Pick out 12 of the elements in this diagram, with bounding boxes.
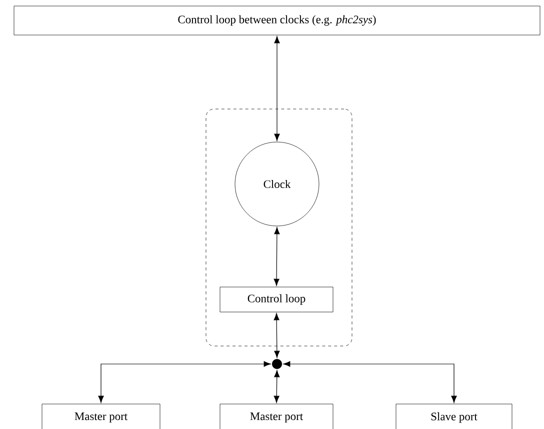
arrow xyxy=(274,36,280,141)
arrow xyxy=(274,227,280,286)
arrow xyxy=(98,361,271,403)
port-box: Slave port xyxy=(396,404,512,429)
port-box: Master port xyxy=(220,404,334,429)
arrow xyxy=(283,361,457,403)
process-box: Control loop between clocks (e.g. phc2sys) xyxy=(14,6,540,36)
process-box: Control loop xyxy=(220,286,334,312)
dashed-group-box xyxy=(206,108,352,346)
port-box: Master port xyxy=(42,404,160,429)
arrow xyxy=(274,313,280,358)
arrow xyxy=(274,370,280,403)
